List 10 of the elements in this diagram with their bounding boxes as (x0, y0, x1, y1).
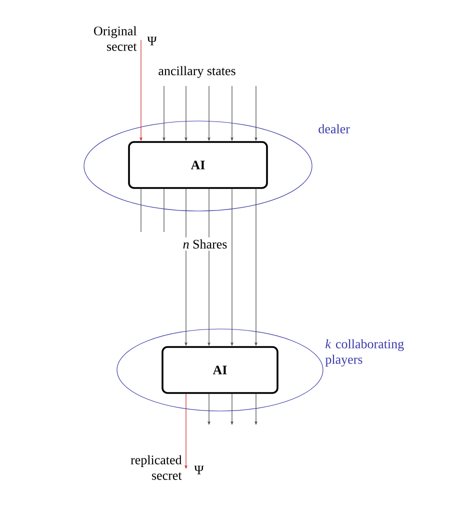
text-label: Original secret (94, 26, 137, 51)
psi-symbol: Ψ (147, 36, 157, 46)
text-label: ancillary states (156, 64, 238, 80)
psi-symbol: Ψ (194, 466, 204, 474)
process-box: AI (162, 346, 278, 394)
text-label: replicated secret (130, 455, 182, 480)
process-box: AI (128, 141, 268, 189)
node-label: k collaborating players (325, 339, 404, 367)
node-label: dealer (318, 124, 350, 134)
text-label: n Shares (180, 237, 230, 251)
